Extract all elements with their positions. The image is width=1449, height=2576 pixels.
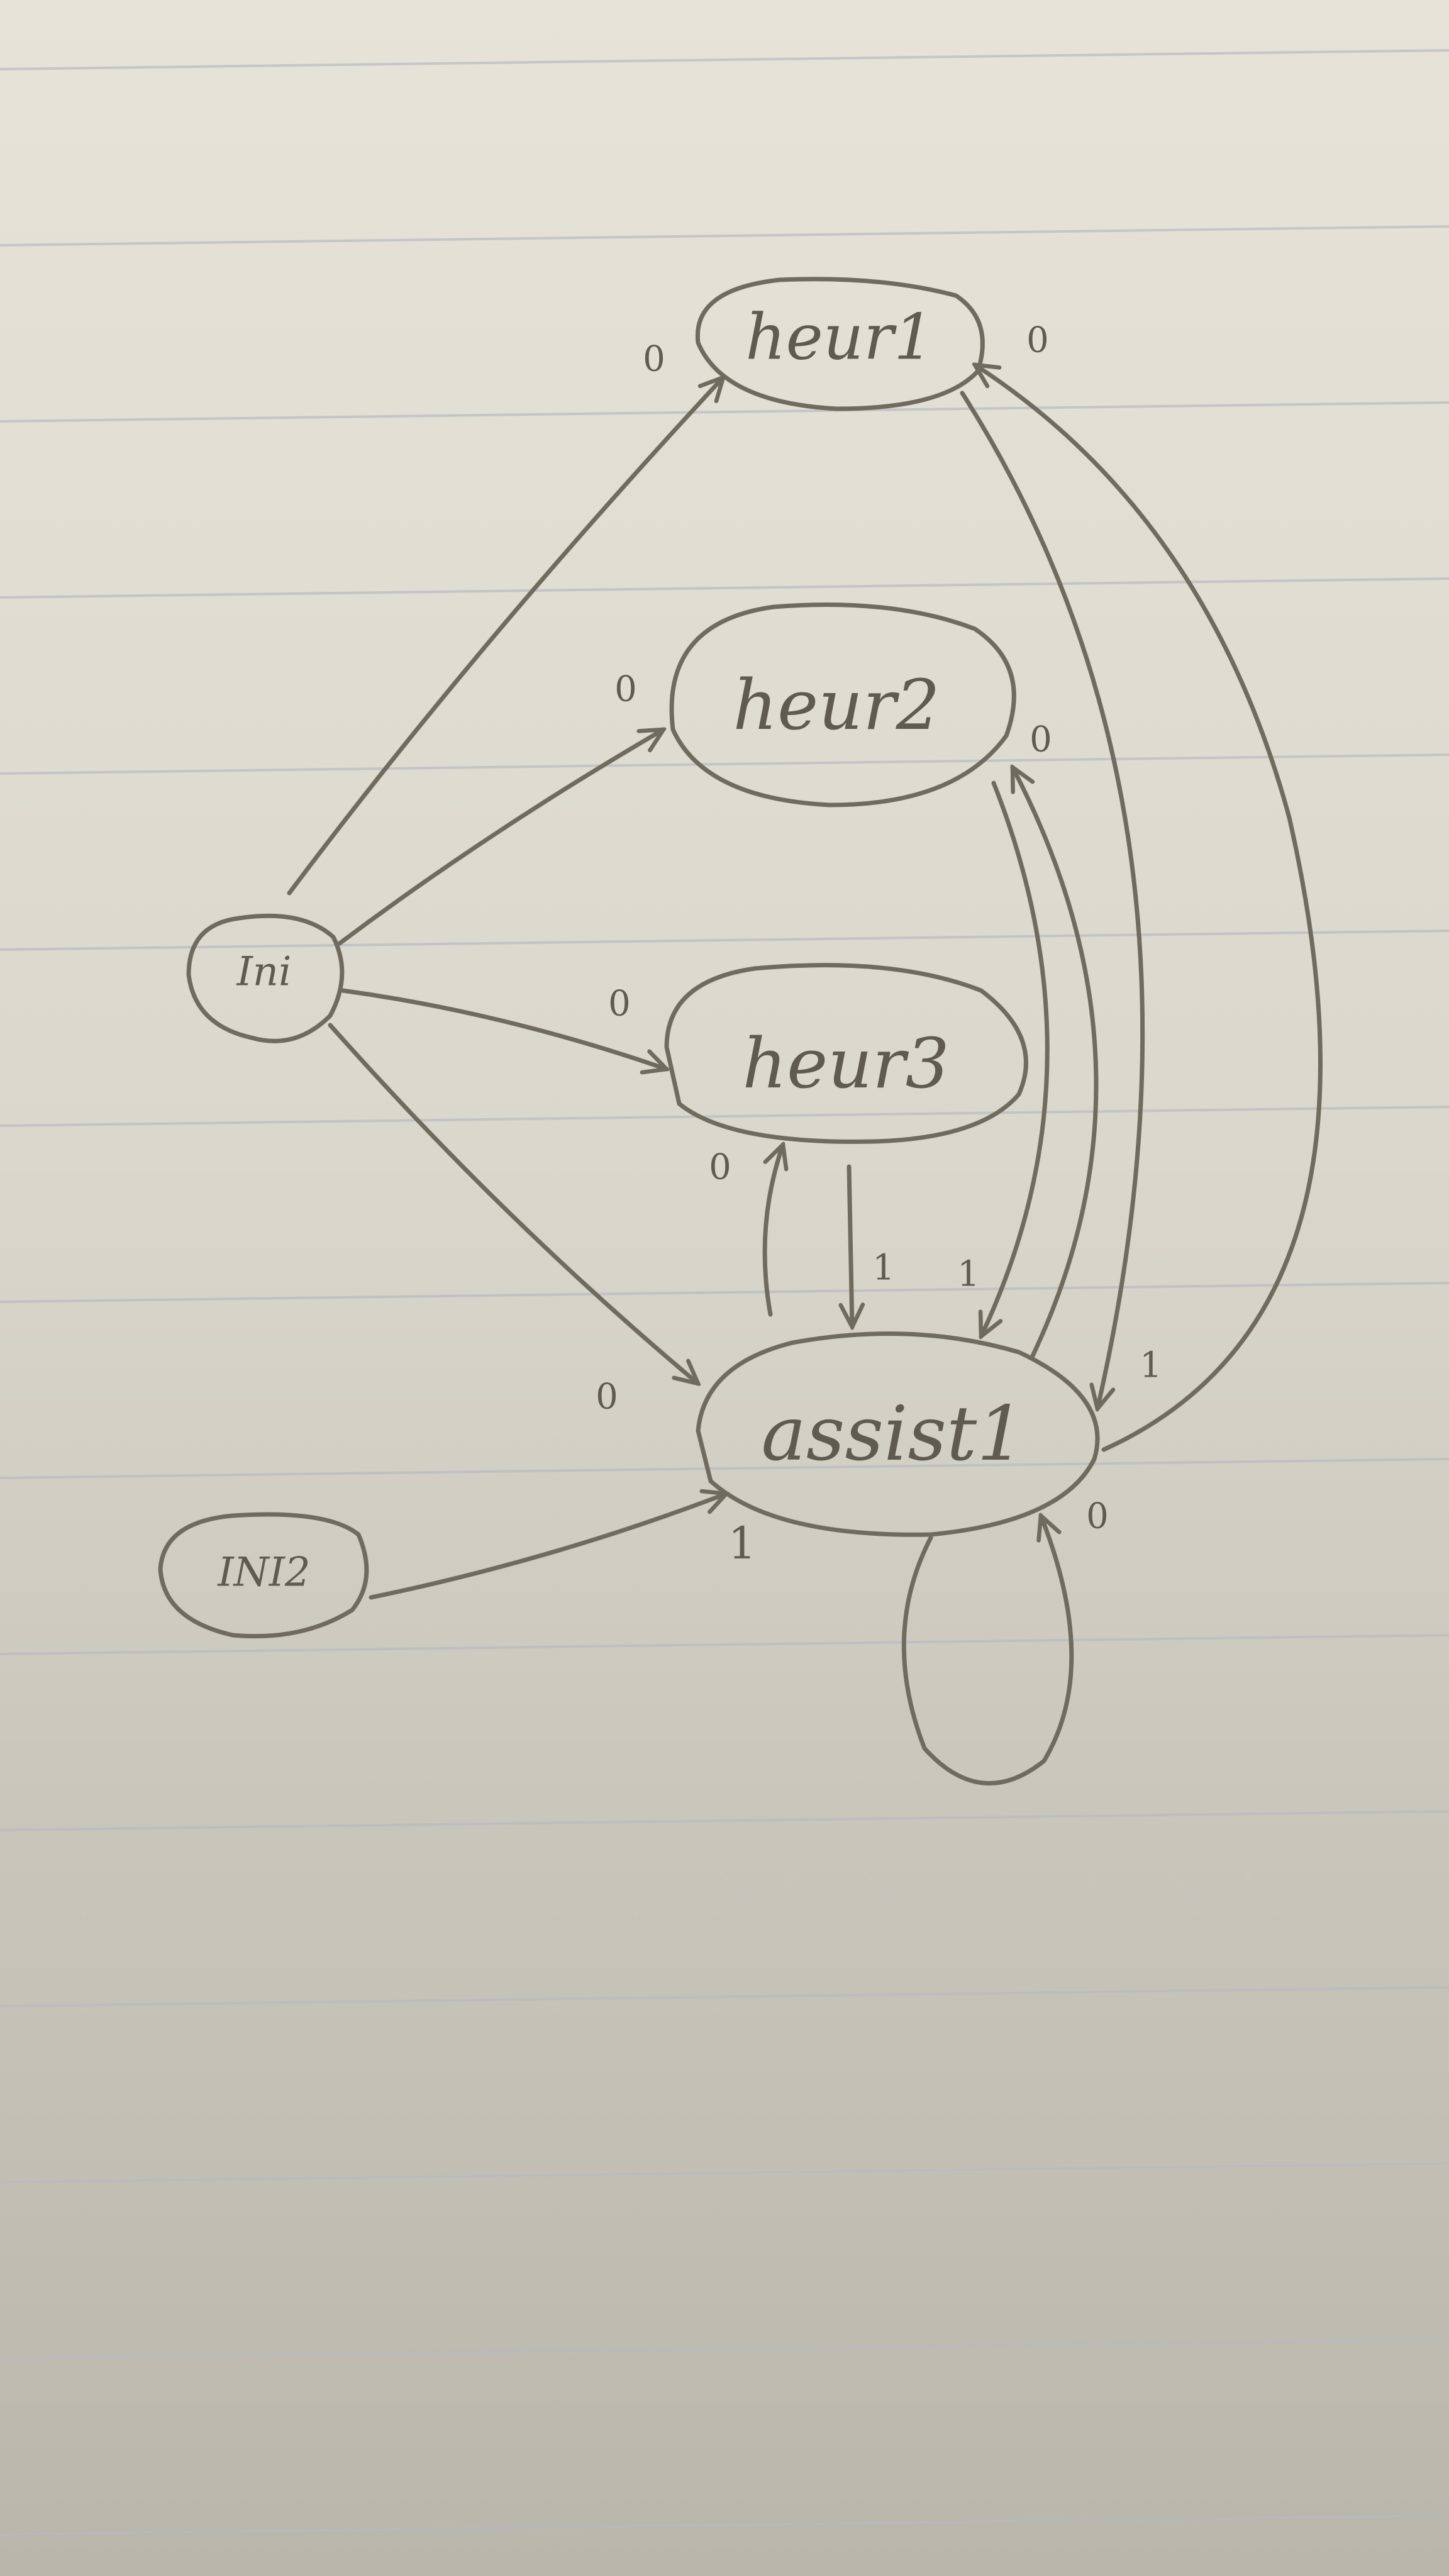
node-ini2[interactable]: INI2 [158,1512,369,1639]
node-heur1-label: heur1 [745,301,933,374]
ruled-lines [0,49,1449,2536]
ruled-line [0,930,1449,951]
edge-heur3-assist1 [849,1164,852,1327]
edge-ini-heur3 [340,988,667,1069]
ruled-line [0,1106,1449,1127]
edge-assist1-heur3 [762,1145,783,1317]
ruled-line [0,2338,1449,2360]
node-ini2-label: INI2 [217,1550,310,1596]
edge-labels: 0 0 0 0 0 0 1 1 1 0 1 0 [596,320,1162,1570]
edge-label-ini-heur3: 0 [608,984,631,1024]
node-heur2[interactable]: heur2 [669,602,1016,808]
ruled-line [0,1282,1449,1303]
edge-ini-heur1 [287,377,723,896]
edge-assist1-self [901,1516,1074,1786]
edge-label-heur2-assist1: 1 [957,1254,980,1295]
edge-label-assist1-heur2: 0 [1030,719,1052,760]
bleed-through-text-2: 1,2,5 [1081,1830,1273,1918]
edge-assist1-heur2 [1010,767,1099,1361]
bleed-through-text-1: 2,3,2 [704,1830,896,1918]
edge-label-assist1-heur1: 0 [1026,320,1049,361]
node-ini-label: Ini [236,949,292,996]
edge-label-ini-heur2: 0 [614,669,637,710]
edges [287,365,1323,1786]
node-heur3[interactable]: heur3 [664,963,1028,1144]
ruled-line [0,1810,1449,1831]
edge-heur2-assist1 [981,780,1050,1336]
ruled-line [0,1986,1449,2007]
edge-ini-heur2 [337,730,663,946]
edge-ini2-assist1 [369,1494,726,1600]
edge-label-heur3-assist1: 1 [872,1248,895,1289]
ruled-line [0,577,1449,599]
node-ini[interactable]: Ini [186,913,345,1043]
node-assist1[interactable]: assist1 [696,1331,1100,1537]
nodes: heur1 heur2 heur3 Ini INI2 assist1 [158,277,1100,1639]
ruled-line [0,2162,1449,2184]
edge-label-ini-heur1: 0 [643,339,665,380]
node-heur3-label: heur3 [742,1023,949,1104]
node-heur2-label: heur2 [733,665,940,745]
edge-label-assist1-self: 0 [1086,1496,1109,1537]
node-assist1-label: assist1 [761,1391,1024,1478]
ruled-line [0,1458,1449,1479]
bleed-through: 2,3,2 1,2,5 [704,1830,1273,1918]
edge-label-ini2-assist1: 1 [728,1518,757,1569]
edge-label-ini-assist1: 0 [596,1377,618,1418]
ruled-line [0,401,1449,423]
ruled-line [0,225,1449,247]
ruled-line [0,49,1449,70]
edge-heur1-assist1 [960,391,1145,1409]
edge-assist1-heur1 [975,365,1323,1452]
ruled-line [0,1634,1449,1655]
edge-ini-assist1 [328,1023,698,1384]
node-heur1[interactable]: heur1 [695,277,985,411]
ruled-line [0,753,1449,775]
ruled-line [0,2514,1449,2536]
edge-label-heur1-assist1: 1 [1140,1345,1162,1386]
edge-label-assist1-heur3: 0 [709,1147,731,1188]
